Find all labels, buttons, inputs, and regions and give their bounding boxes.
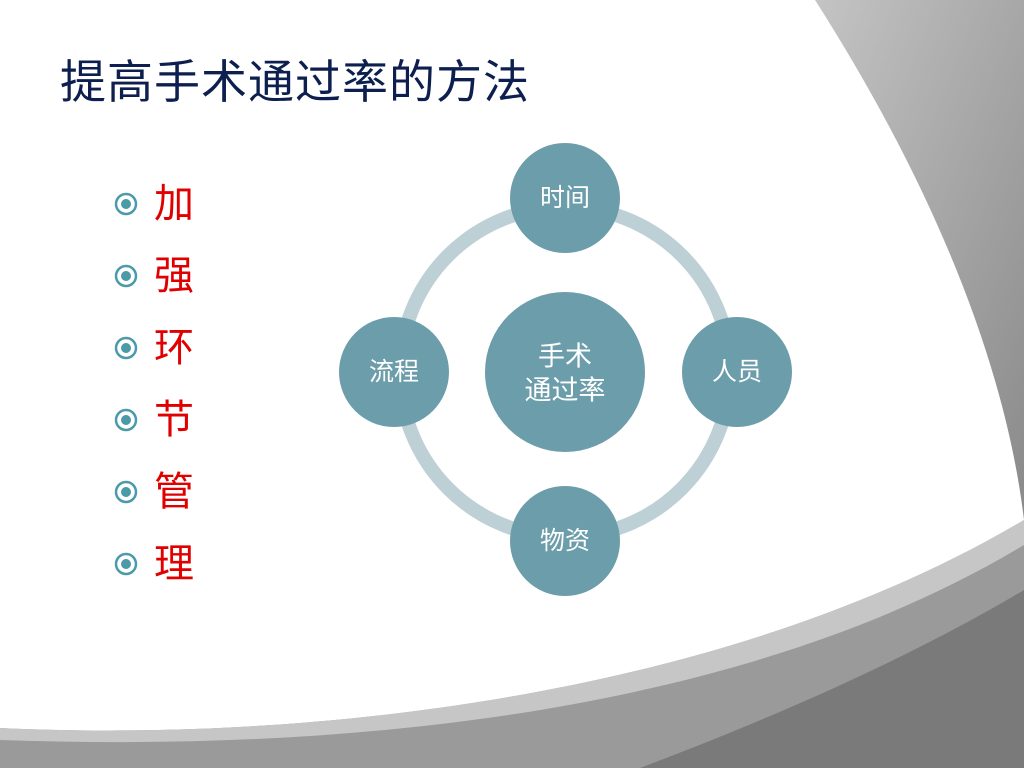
circle-dot-bullet-icon [114, 552, 138, 576]
bullet-text: 理 [154, 541, 194, 587]
bullet-text: 节 [154, 397, 194, 443]
center-label-line1: 手术 [538, 342, 592, 373]
list-item: 节 [114, 384, 194, 456]
node-left-label: 流程 [369, 357, 419, 386]
bullet-text: 环 [154, 325, 194, 371]
list-item: 管 [114, 456, 194, 528]
node-right-label: 人员 [712, 357, 762, 386]
circle-dot-bullet-icon [114, 264, 138, 288]
bullet-text: 强 [154, 253, 194, 299]
bullet-list: 加 强 环 节 [114, 168, 194, 600]
bg-gray-corner [640, 590, 1024, 768]
node-left: 流程 [339, 317, 449, 427]
node-bottom: 物资 [510, 486, 620, 596]
bullet-text: 加 [154, 181, 194, 227]
bg-gray-right [815, 0, 1024, 520]
node-right: 人员 [682, 317, 792, 427]
node-top-label: 时间 [540, 183, 590, 212]
bg-gray-bottom [0, 520, 1024, 768]
bg-gray-band [0, 520, 1024, 743]
circle-dot-bullet-icon [114, 408, 138, 432]
circle-dot-bullet-icon [114, 336, 138, 360]
list-item: 强 [114, 240, 194, 312]
list-item: 理 [114, 528, 194, 600]
circle-dot-bullet-icon [114, 480, 138, 504]
list-item: 环 [114, 312, 194, 384]
page-title: 提高手术通过率的方法 [60, 55, 530, 109]
node-top: 时间 [510, 143, 620, 253]
list-item: 加 [114, 168, 194, 240]
circle-dot-bullet-icon [114, 192, 138, 216]
bullet-text: 管 [154, 469, 194, 515]
center-node: 手术 通过率 [485, 292, 645, 452]
node-bottom-label: 物资 [540, 526, 590, 555]
center-label-line2: 通过率 [525, 376, 606, 407]
